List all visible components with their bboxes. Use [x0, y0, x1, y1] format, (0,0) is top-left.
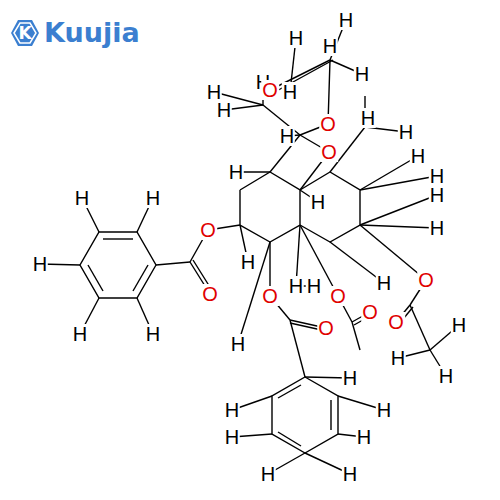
oxygen-atom: O: [199, 220, 217, 240]
hydrogen-atom: H: [338, 10, 354, 30]
oxygen-atom: O: [320, 142, 338, 162]
hydrogen-atom: H: [72, 324, 88, 344]
hydrogen-atom: H: [429, 166, 445, 186]
oxygen-atom: O: [329, 286, 347, 306]
hydrogen-atom: H: [390, 348, 406, 368]
oxygen-atom: O: [319, 114, 337, 134]
hydrogen-atom: H: [310, 192, 326, 212]
hydrogen-atom: H: [429, 185, 445, 205]
hydrogen-atom: H: [224, 400, 240, 420]
hydrogen-atom: H: [376, 273, 392, 293]
oxygen-atom: O: [201, 284, 219, 304]
hydrogen-atom: H: [224, 427, 240, 447]
hydrogen-atom: H: [354, 64, 370, 84]
hydrogen-atom: H: [376, 400, 392, 420]
hydrogen-atom: H: [288, 276, 304, 296]
oxygen-atom: O: [261, 286, 279, 306]
hydrogen-atom: H: [306, 276, 322, 296]
oxygen-atom: O: [317, 318, 335, 338]
oxygen-atom: O: [261, 80, 279, 100]
hydrogen-atom: H: [32, 254, 48, 274]
hydrogen-atom: H: [438, 366, 454, 386]
oxygen-atom: O: [417, 270, 435, 290]
hydrogen-atom: H: [410, 146, 426, 166]
hydrogen-atom: H: [451, 315, 467, 335]
hydrogen-atom: H: [288, 28, 304, 48]
hydrogen-atom: H: [230, 334, 246, 354]
hydrogen-atom: H: [282, 82, 298, 102]
hydrogen-atom: H: [356, 427, 372, 447]
logo-wordmark: Kuujia: [44, 16, 140, 50]
hydrogen-atom: H: [398, 122, 414, 142]
hydrogen-atom: H: [216, 100, 232, 120]
hydrogen-atom: H: [322, 36, 338, 56]
hydrogen-atom: H: [240, 252, 256, 272]
hydrogen-atom: H: [206, 82, 222, 102]
logo-badge-letter: K: [18, 20, 32, 46]
hydrogen-atom: H: [145, 324, 161, 344]
oxygen-atom: O: [361, 302, 379, 322]
hydrogen-atom: H: [342, 368, 358, 388]
hydrogen-atom: H: [429, 218, 445, 238]
hydrogen-atom: H: [342, 464, 358, 484]
hydrogen-atom: H: [145, 188, 161, 208]
hydrogen-atom: H: [279, 126, 295, 146]
hydrogen-atom: H: [74, 188, 90, 208]
hydrogen-atom: H: [228, 162, 244, 182]
oxygen-atom: O: [387, 312, 405, 332]
hydrogen-atom: H: [360, 108, 376, 128]
hydrogen-atom: H: [260, 464, 276, 484]
